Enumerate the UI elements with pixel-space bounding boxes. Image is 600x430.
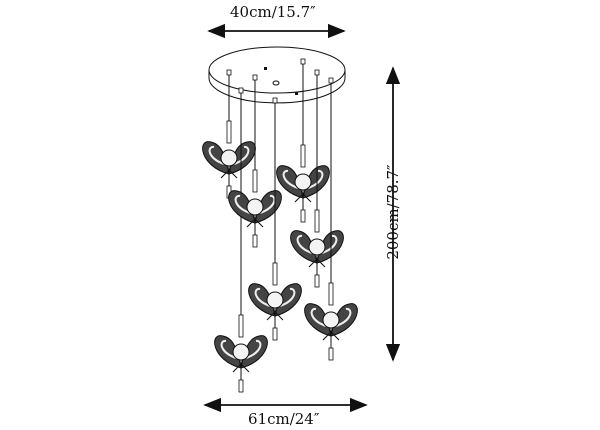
pendant-lamp (290, 69, 344, 288)
overall-height-label: 200cm/78.7″ (384, 164, 402, 260)
overall-width-label: 61cm/24″ (248, 410, 320, 428)
canopy-width-label: 40cm/15.7″ (230, 3, 316, 21)
pendant-lamp (248, 97, 302, 341)
pendants-group (202, 58, 358, 393)
pendant-lamp (304, 77, 358, 361)
pendant-lamp (276, 58, 330, 223)
pendant-lamp (202, 69, 256, 199)
pendant-lamp (214, 87, 268, 393)
